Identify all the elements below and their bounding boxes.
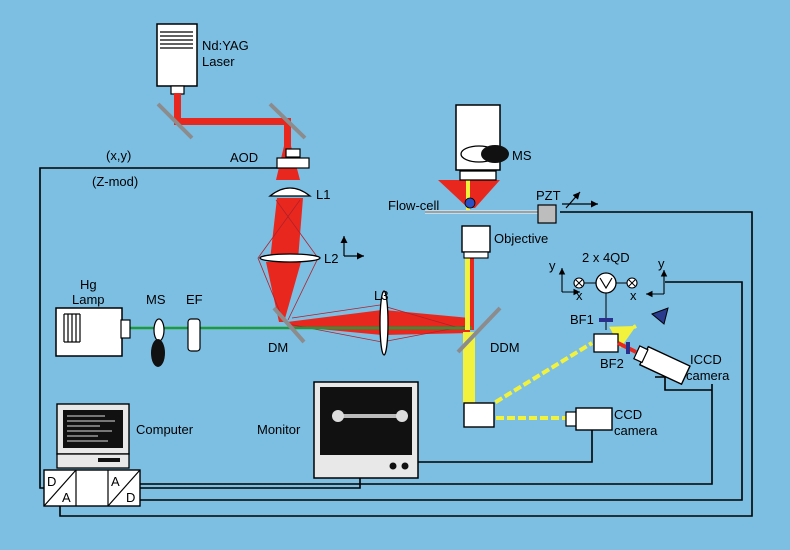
bf2-splitter — [593, 333, 619, 353]
laser-label-2: Laser — [202, 54, 235, 69]
bf1-label: BF1 — [570, 312, 594, 327]
wire-iccd-ext — [140, 384, 713, 485]
monitor — [313, 381, 419, 479]
adc-top-label: A — [111, 474, 120, 489]
wire-qd — [140, 281, 743, 501]
beam-segment-5 — [270, 198, 303, 260]
beam-segment-1 — [174, 93, 181, 119]
mirrors — [156, 102, 502, 354]
objective-label: Objective — [494, 231, 548, 246]
mirror-1 — [156, 102, 194, 140]
dac-bottom-label: A — [62, 490, 71, 505]
sample-bead — [464, 197, 476, 209]
ms-shutter-left — [153, 318, 165, 342]
beam-segment-2 — [174, 118, 286, 125]
lens-l2 — [259, 253, 321, 263]
mirror-ddm — [456, 306, 502, 354]
dm-label: DM — [268, 340, 288, 355]
qd-left-x-label: x — [576, 288, 583, 303]
iccd-label-1: ICCD — [690, 352, 722, 367]
lens-l3 — [379, 290, 389, 356]
laser-vent-lines — [160, 31, 193, 49]
monitor-label: Monitor — [257, 422, 301, 437]
bf1-filter — [599, 318, 613, 322]
beam-splitter-cube — [463, 402, 495, 428]
fluorescence-path — [463, 180, 637, 420]
hg-lamp-label-1: Hg — [80, 277, 97, 292]
ccd-label-2: camera — [614, 423, 658, 438]
beam-segment-6 — [266, 262, 301, 322]
qd-center-icon — [595, 272, 617, 294]
l3-label: L3 — [374, 288, 388, 303]
qd-right-x-label: x — [630, 288, 637, 303]
computer-label: Computer — [136, 422, 194, 437]
nd-yag-laser — [156, 23, 198, 95]
objective — [461, 225, 491, 259]
control-wires — [39, 167, 753, 517]
ms-top-label: MS — [512, 148, 532, 163]
qd-detector-icon — [651, 307, 669, 325]
xy-label: (x,y) — [106, 148, 131, 163]
adc-dac-unit — [43, 469, 141, 507]
wire-aod — [39, 167, 285, 489]
iccd-filter — [626, 342, 630, 354]
qd-label: 2 x 4QD — [582, 250, 630, 265]
ms-left-label: MS — [146, 292, 166, 307]
l1-label: L1 — [316, 187, 330, 202]
qd-assembly — [558, 268, 668, 330]
pzt-label: PZT — [536, 188, 561, 203]
wire-ccd — [418, 428, 593, 463]
bf2-label: BF2 — [600, 356, 624, 371]
pzt-axes — [562, 191, 598, 209]
aod-label: AOD — [230, 150, 258, 165]
zmod-label: (Z-mod) — [92, 174, 138, 189]
adc-bottom-label: D — [126, 490, 135, 505]
iccd-camera — [633, 345, 691, 386]
l2-axes — [340, 236, 364, 260]
ms-shutter-left-blade — [151, 339, 165, 367]
beam-segment-3 — [284, 118, 291, 146]
l2-label: L2 — [324, 251, 338, 266]
monitor-screen — [320, 387, 412, 455]
wire-iccd — [655, 376, 712, 391]
hg-lamp — [55, 307, 131, 357]
excitation-filter — [187, 318, 201, 352]
wire-monitor-computer — [75, 478, 361, 489]
flow-cell-label: Flow-cell — [388, 198, 439, 213]
ccd-label-1: CCD — [614, 407, 642, 422]
dac-top-label: D — [47, 474, 56, 489]
aod-device — [276, 148, 310, 169]
hg-lamp-label-2: Lamp — [72, 292, 105, 307]
ddm-label: DDM — [490, 340, 520, 355]
ef-label: EF — [186, 292, 203, 307]
wire-pzt — [59, 211, 753, 517]
laser-label-1: Nd:YAG — [202, 38, 249, 53]
qd-left-y-label: y — [549, 258, 556, 273]
pzt-stage — [537, 204, 557, 224]
beam-to-bf2 — [484, 341, 594, 410]
mirror-dm — [272, 306, 306, 344]
qd-right-y-label: y — [658, 256, 665, 271]
microscope-camera — [455, 104, 509, 181]
computer — [56, 403, 130, 469]
iccd-label-2: camera — [686, 368, 730, 383]
ccd-camera — [565, 407, 613, 431]
lens-l1 — [268, 187, 312, 197]
mirror-2 — [268, 102, 307, 140]
